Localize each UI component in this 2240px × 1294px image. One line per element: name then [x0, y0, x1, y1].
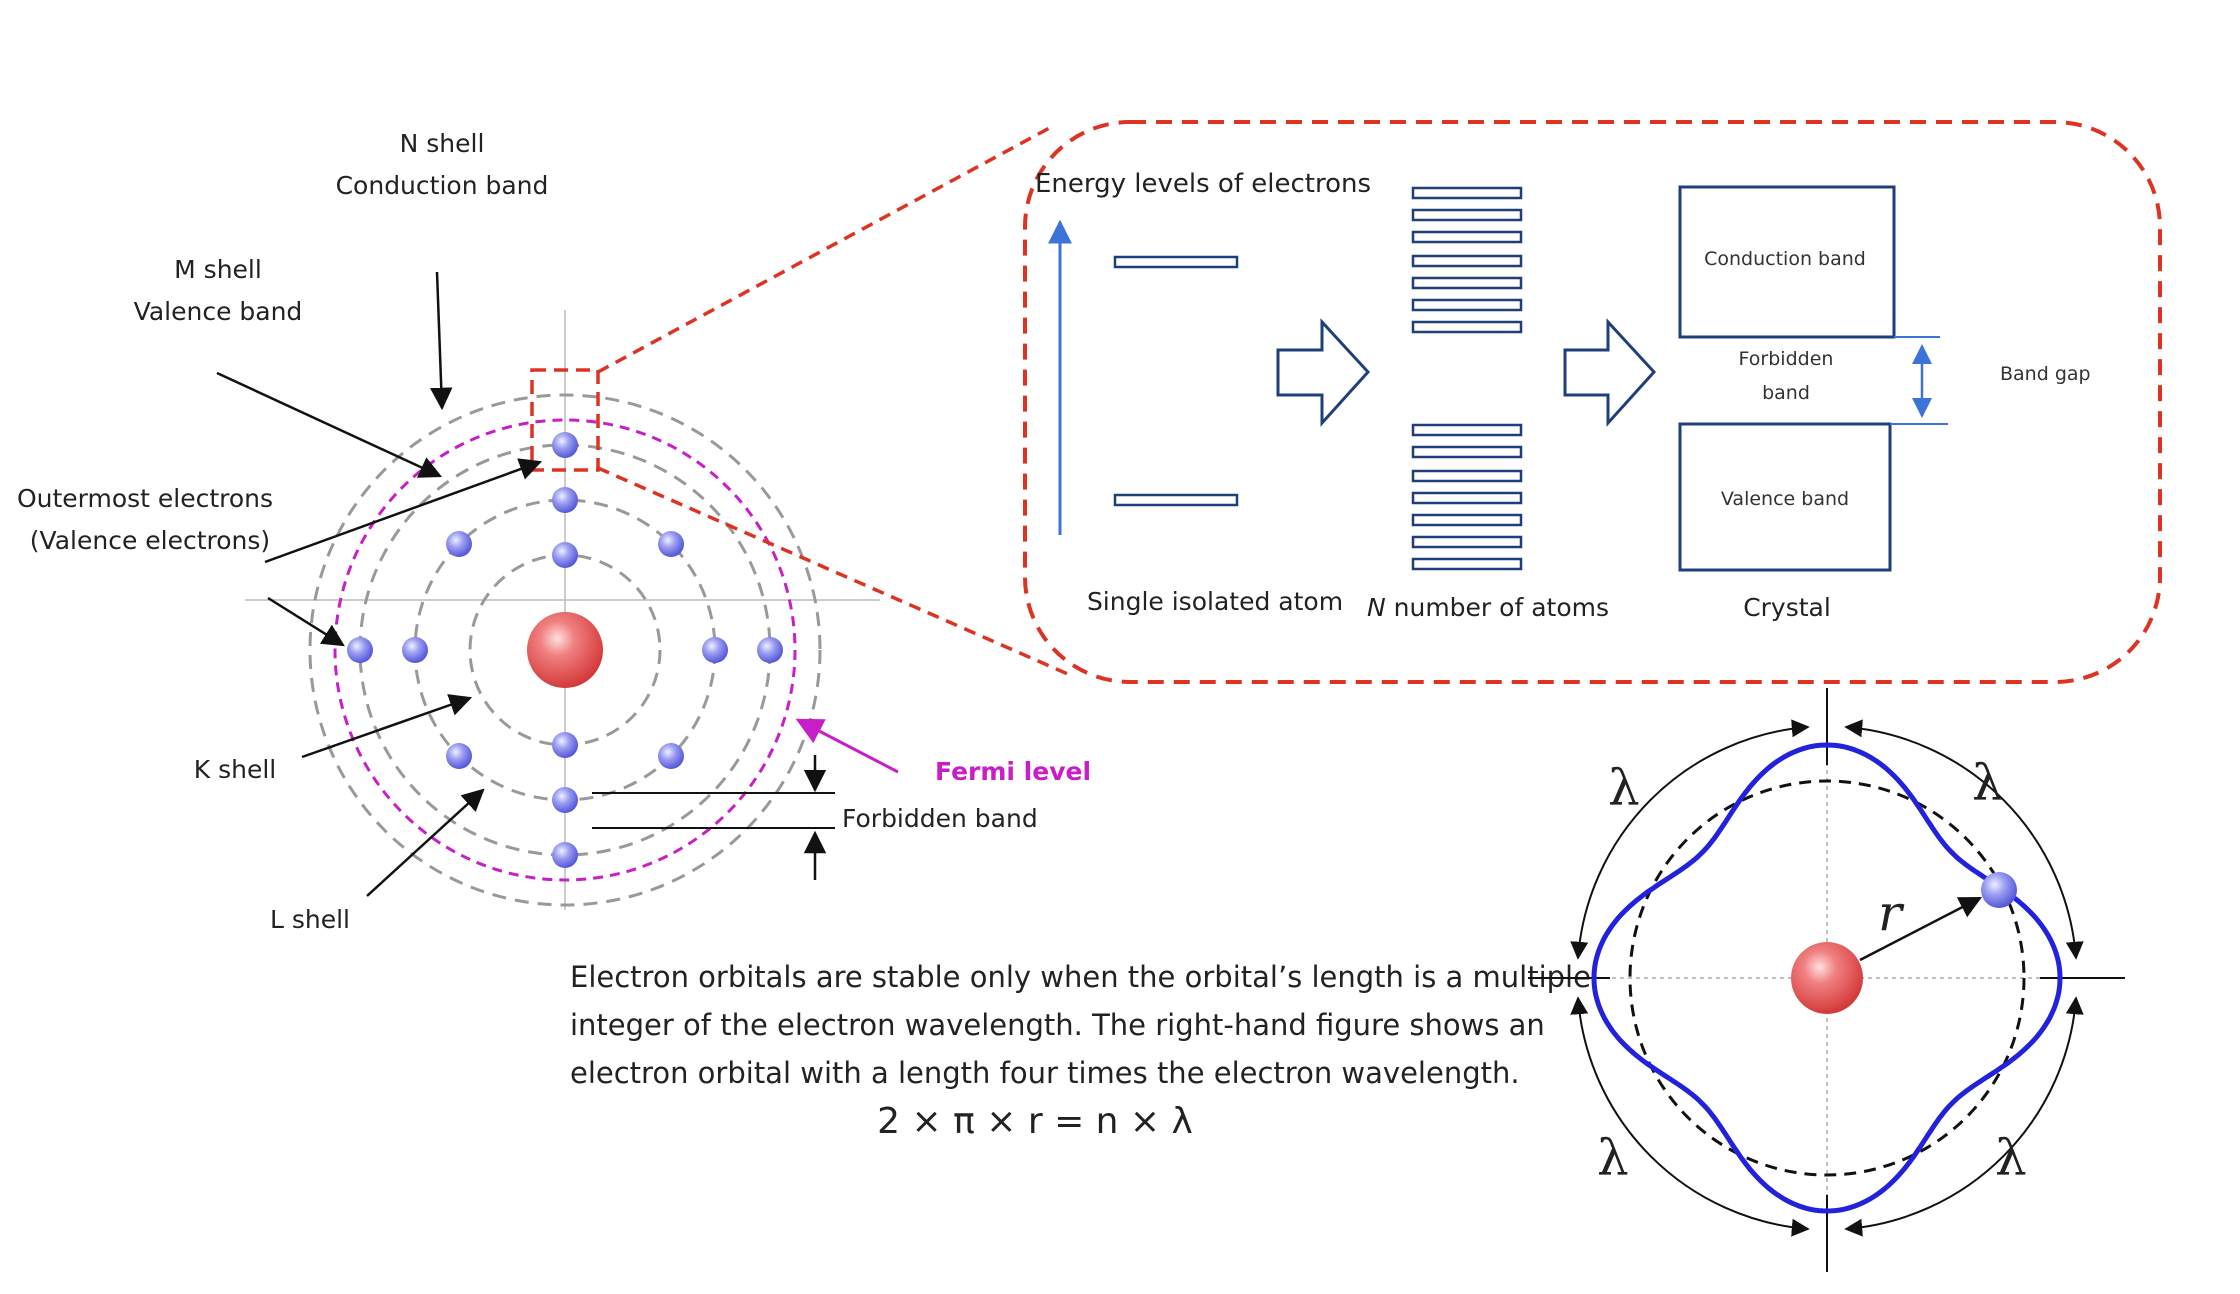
single-atom-upper-level — [1113, 255, 1239, 269]
k-shell-arrow — [301, 694, 473, 759]
electron — [757, 637, 783, 663]
level-line — [1411, 230, 1523, 244]
electron — [402, 637, 428, 663]
transition-arrow-2 — [1563, 318, 1657, 427]
fermi-level-orbit — [333, 418, 797, 882]
level-line — [1411, 254, 1523, 268]
energy-levels-panel: Energy levels of electrons — [1023, 120, 2162, 684]
conduction-band-box-label: Conduction band — [1704, 248, 1866, 270]
electron — [347, 637, 373, 663]
electron — [552, 732, 578, 758]
level-line — [1411, 491, 1523, 505]
electron — [658, 531, 684, 557]
explanation-line-3: electron orbital with a length four time… — [570, 1056, 1520, 1090]
lambda-arc-top-left — [1570, 719, 1810, 960]
outermost-arrow-1 — [264, 458, 543, 564]
zoom-line-top — [597, 123, 1056, 374]
n-shell-arrow — [430, 271, 453, 411]
explanation-line-2: integer of the electron wavelength. The … — [570, 1008, 1545, 1042]
level-line — [1411, 557, 1523, 571]
lambda-label-bottom-right: λ — [1995, 1129, 2027, 1187]
orbital-nucleus — [1791, 942, 1863, 1014]
level-line — [1411, 208, 1523, 222]
forbidden-band-label-line2: band — [1762, 382, 1810, 404]
n-atoms-upper-stack — [1411, 186, 1523, 334]
m-shell-arrow — [216, 371, 443, 478]
label-fermi-level: Fermi level — [935, 757, 1091, 786]
electron — [552, 487, 578, 513]
electron — [552, 842, 578, 868]
label-n-shell: N shell — [400, 129, 485, 158]
caption-single-atom: Single isolated atom — [1087, 587, 1343, 616]
zoom-line-bottom — [597, 466, 1071, 677]
forbidden-band-label-line1: Forbidden — [1739, 348, 1834, 370]
orbit-equation: 2 × π × r = n × λ — [877, 1101, 1193, 1142]
band-gap-label: Band gap — [2000, 363, 2091, 385]
level-line — [1411, 469, 1523, 483]
energy-panel-border — [1023, 120, 2162, 684]
lambda-label-top-left: λ — [1608, 759, 1640, 817]
orbital-wave-figure: r λ λ λ λ — [1528, 688, 2125, 1272]
label-valence-band: Valence band — [134, 297, 303, 326]
radius-arrow — [1859, 896, 1982, 962]
label-k-shell: K shell — [194, 755, 276, 784]
single-atom-lower-level — [1113, 493, 1239, 507]
fermi-arrow — [795, 718, 899, 774]
level-line — [1411, 186, 1523, 200]
valence-band-box-label: Valence band — [1721, 488, 1849, 510]
label-l-shell: L shell — [270, 905, 350, 934]
n-atoms-lower-stack — [1411, 423, 1523, 571]
lambda-arc-bottom-right — [1844, 996, 2084, 1237]
conduction-band-box — [1678, 185, 1896, 339]
atom-diagram: N shell Conduction band M shell Valence … — [17, 123, 1091, 934]
zoom-box — [530, 368, 600, 472]
level-line — [1411, 535, 1523, 549]
level-line — [1411, 320, 1523, 334]
label-valence-electrons: (Valence electrons) — [30, 526, 270, 555]
lambda-arc-top-right — [1844, 719, 2084, 960]
electron — [658, 743, 684, 769]
lambda-label-bottom-left: λ — [1597, 1129, 1629, 1187]
n-shell-orbit — [308, 393, 822, 907]
explanation-line-1: Electron orbitals are stable only when t… — [570, 960, 1591, 994]
label-conduction-band: Conduction band — [336, 171, 549, 200]
lambda-label-top-right: λ — [1972, 754, 2004, 812]
orbital-electron — [1981, 872, 2017, 908]
lambda-arc-bottom-left — [1570, 996, 1810, 1237]
level-line — [1411, 276, 1523, 290]
electron — [702, 637, 728, 663]
electron — [552, 432, 578, 458]
caption-crystal: Crystal — [1743, 593, 1831, 622]
label-outermost-electrons: Outermost electrons — [17, 484, 273, 513]
electron — [552, 787, 578, 813]
label-m-shell: M shell — [174, 255, 262, 284]
level-line — [1411, 298, 1523, 312]
valence-band-box — [1678, 422, 1892, 572]
caption-n-atoms: N number of atoms — [1367, 593, 1609, 622]
level-line — [1411, 445, 1523, 459]
reference-orbit-dashed — [1628, 779, 2026, 1177]
electron — [446, 531, 472, 557]
level-line — [1411, 513, 1523, 527]
label-forbidden-band: Forbidden band — [842, 804, 1038, 833]
l-shell-arrow — [366, 788, 485, 897]
electron — [446, 743, 472, 769]
transition-arrow-1 — [1276, 318, 1371, 427]
caption-n-rest: number of atoms — [1386, 593, 1609, 622]
level-line — [1411, 423, 1523, 437]
outermost-arrow-2 — [267, 596, 345, 647]
electron — [552, 542, 578, 568]
electrons — [347, 432, 783, 868]
explanation: Electron orbitals are stable only when t… — [570, 960, 1591, 1142]
caption-n-italic: N — [1367, 593, 1386, 622]
energy-panel-title: Energy levels of electrons — [1035, 169, 1371, 199]
radius-label: r — [1878, 884, 1905, 942]
nucleus — [527, 612, 603, 688]
